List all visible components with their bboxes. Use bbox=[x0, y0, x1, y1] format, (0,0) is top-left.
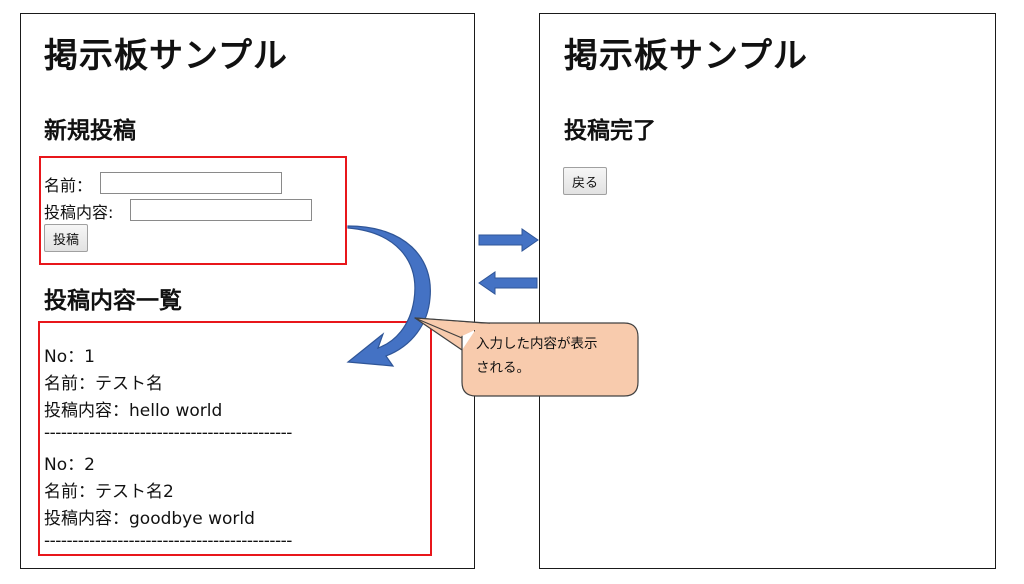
form-highlight-box bbox=[39, 156, 347, 265]
post-2-name: 名前：テスト名2 bbox=[44, 482, 174, 502]
post-1-separator: ----------------------------------------… bbox=[44, 423, 292, 443]
post-complete-heading: 投稿完了 bbox=[564, 118, 656, 144]
post-2-separator: ----------------------------------------… bbox=[44, 531, 292, 551]
callout-bubble bbox=[414, 317, 639, 397]
app-title-left: 掲示板サンプル bbox=[44, 36, 288, 76]
post-1-content: 投稿内容：hello world bbox=[44, 401, 223, 421]
forward-arrow-icon bbox=[478, 228, 539, 252]
callout-line-1: 入力した内容が表示 bbox=[476, 336, 598, 352]
back-button[interactable]: 戻る bbox=[563, 167, 608, 195]
name-label: 名前： bbox=[44, 176, 93, 195]
post-list-highlight-box bbox=[38, 321, 432, 556]
content-input[interactable] bbox=[130, 199, 312, 221]
app-title-right: 掲示板サンプル bbox=[564, 36, 808, 76]
post-2-number: No：2 bbox=[44, 455, 95, 475]
post-2-content: 投稿内容：goodbye world bbox=[44, 509, 255, 529]
curved-arrow-shape bbox=[346, 225, 431, 367]
content-label: 投稿内容: bbox=[44, 203, 114, 222]
submit-post-button[interactable]: 投稿 bbox=[44, 224, 89, 252]
post-1-name: 名前：テスト名 bbox=[44, 374, 163, 394]
post-1-number: No：1 bbox=[44, 347, 95, 367]
back-arrow-icon bbox=[478, 271, 538, 295]
name-input[interactable] bbox=[100, 172, 282, 194]
post-list-heading: 投稿内容一覧 bbox=[44, 288, 182, 314]
bulletin-board-page-input bbox=[20, 13, 475, 569]
bulletin-board-page-complete bbox=[539, 13, 996, 569]
callout-line-2: される。 bbox=[476, 360, 530, 376]
new-post-heading: 新規投稿 bbox=[44, 118, 136, 144]
